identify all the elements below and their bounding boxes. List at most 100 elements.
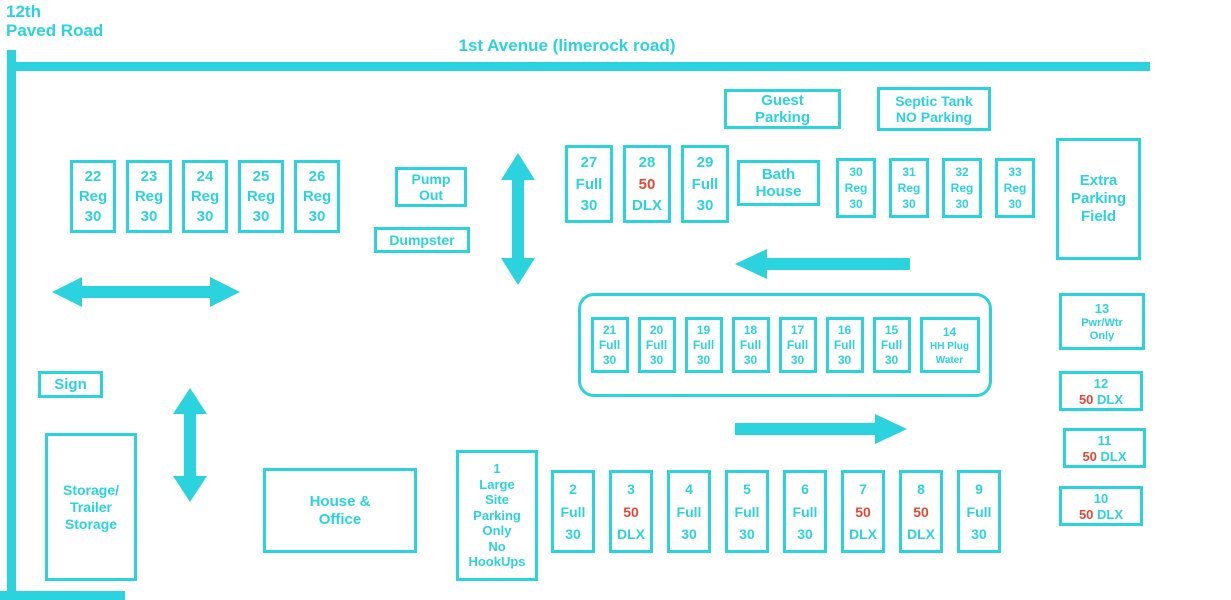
site-amperage: 30	[1008, 197, 1022, 211]
two-way-arrow-vertical-icon	[501, 153, 535, 285]
site-number: 27	[580, 154, 598, 172]
site-type: Full	[792, 503, 818, 520]
site-1-large-box: 1 Large Site Parking Only No HookUps	[456, 450, 538, 581]
site-type: 50	[638, 175, 656, 193]
bottom-road-bar	[0, 591, 125, 600]
site-amperage: 30	[602, 353, 617, 367]
site-number: 33	[1008, 165, 1022, 179]
site-number: 25	[252, 168, 270, 185]
storage-trailer-storage-box: Storage/ Trailer Storage	[45, 433, 137, 581]
site-number: 7	[859, 481, 867, 498]
site-box-12: 12 50 DLX	[1059, 371, 1143, 411]
road-12th-label: 12th Paved Road	[6, 2, 104, 40]
two-way-arrow-horizontal-icon	[52, 277, 240, 307]
site-number: 3	[627, 481, 635, 498]
site-type: Full	[880, 338, 903, 352]
site-amperage: 30	[790, 353, 805, 367]
site-type: 50	[855, 503, 871, 520]
site-number: 2	[569, 481, 577, 498]
site-number: 13	[1094, 301, 1110, 316]
site-number: 16	[837, 323, 852, 337]
site-amp: 50	[1078, 506, 1094, 522]
site-type: Full	[734, 503, 760, 520]
site-amperage: 30	[837, 353, 852, 367]
site-box-11: 11 50 DLX	[1063, 428, 1146, 468]
site-amperage: 30	[308, 208, 326, 225]
road-1st-avenue-label: 1st Avenue (limerock road)	[458, 36, 676, 55]
site-amperage: DLX	[632, 196, 662, 214]
site-number: 20	[649, 323, 664, 337]
site-number: 21	[602, 323, 617, 337]
site-amperage: 30	[971, 525, 987, 542]
site-number: 15	[884, 323, 899, 337]
site-number: 24	[196, 168, 214, 185]
site-number: 26	[308, 168, 326, 185]
site-number: 19	[696, 323, 711, 337]
site-number: 28	[638, 154, 656, 172]
two-way-arrow-vertical-2-icon	[173, 388, 207, 502]
site-type: Full	[645, 338, 668, 352]
site-amperage: 30	[649, 353, 664, 367]
dumpster-box: Dumpster	[374, 227, 470, 253]
site-type: Reg	[897, 181, 921, 195]
site-number: 14	[942, 324, 957, 339]
extra-parking-field-box: Extra Parking Field	[1056, 138, 1141, 260]
septic-tank-box: Septic Tank NO Parking	[877, 87, 991, 131]
site-number: 31	[902, 165, 916, 179]
site-type: Full	[598, 338, 621, 352]
site-amperage: 30	[252, 208, 270, 225]
site-amp: 50	[1082, 448, 1097, 464]
site-type: 50	[913, 503, 929, 520]
site-type: Full	[966, 503, 992, 520]
site-amperage: 30	[696, 196, 714, 214]
site-type: Full	[676, 503, 702, 520]
road-12th-bar	[7, 50, 16, 600]
site-type: DLX	[1097, 506, 1124, 522]
site-number: 22	[84, 168, 102, 185]
site-number: 23	[140, 168, 158, 185]
site-amperage: DLX	[849, 525, 877, 542]
site-box-10: 10 50 DLX	[1059, 486, 1143, 526]
site-type: 50	[623, 503, 639, 520]
site-amperage: DLX	[907, 525, 935, 542]
site-type-line: 50 DLX	[1082, 449, 1126, 464]
site-amperage: 30	[955, 197, 969, 211]
site-number: 8	[917, 481, 925, 498]
right-arrow-icon	[735, 414, 907, 444]
site-amperage: 30	[681, 525, 697, 542]
house-office-box: House & Office	[263, 468, 417, 553]
road-1st-avenue-bar	[12, 62, 1150, 71]
site-type: Full	[786, 338, 809, 352]
site-amperage: 30	[739, 525, 755, 542]
site-type: Full	[691, 175, 719, 193]
site-amperage: 30	[84, 208, 102, 225]
site-number: 17	[790, 323, 805, 337]
site-number: 9	[975, 481, 983, 498]
sign-box: Sign	[38, 371, 103, 398]
pump-out-box: Pump Out	[395, 167, 467, 207]
site-amperage: 30	[849, 197, 863, 211]
